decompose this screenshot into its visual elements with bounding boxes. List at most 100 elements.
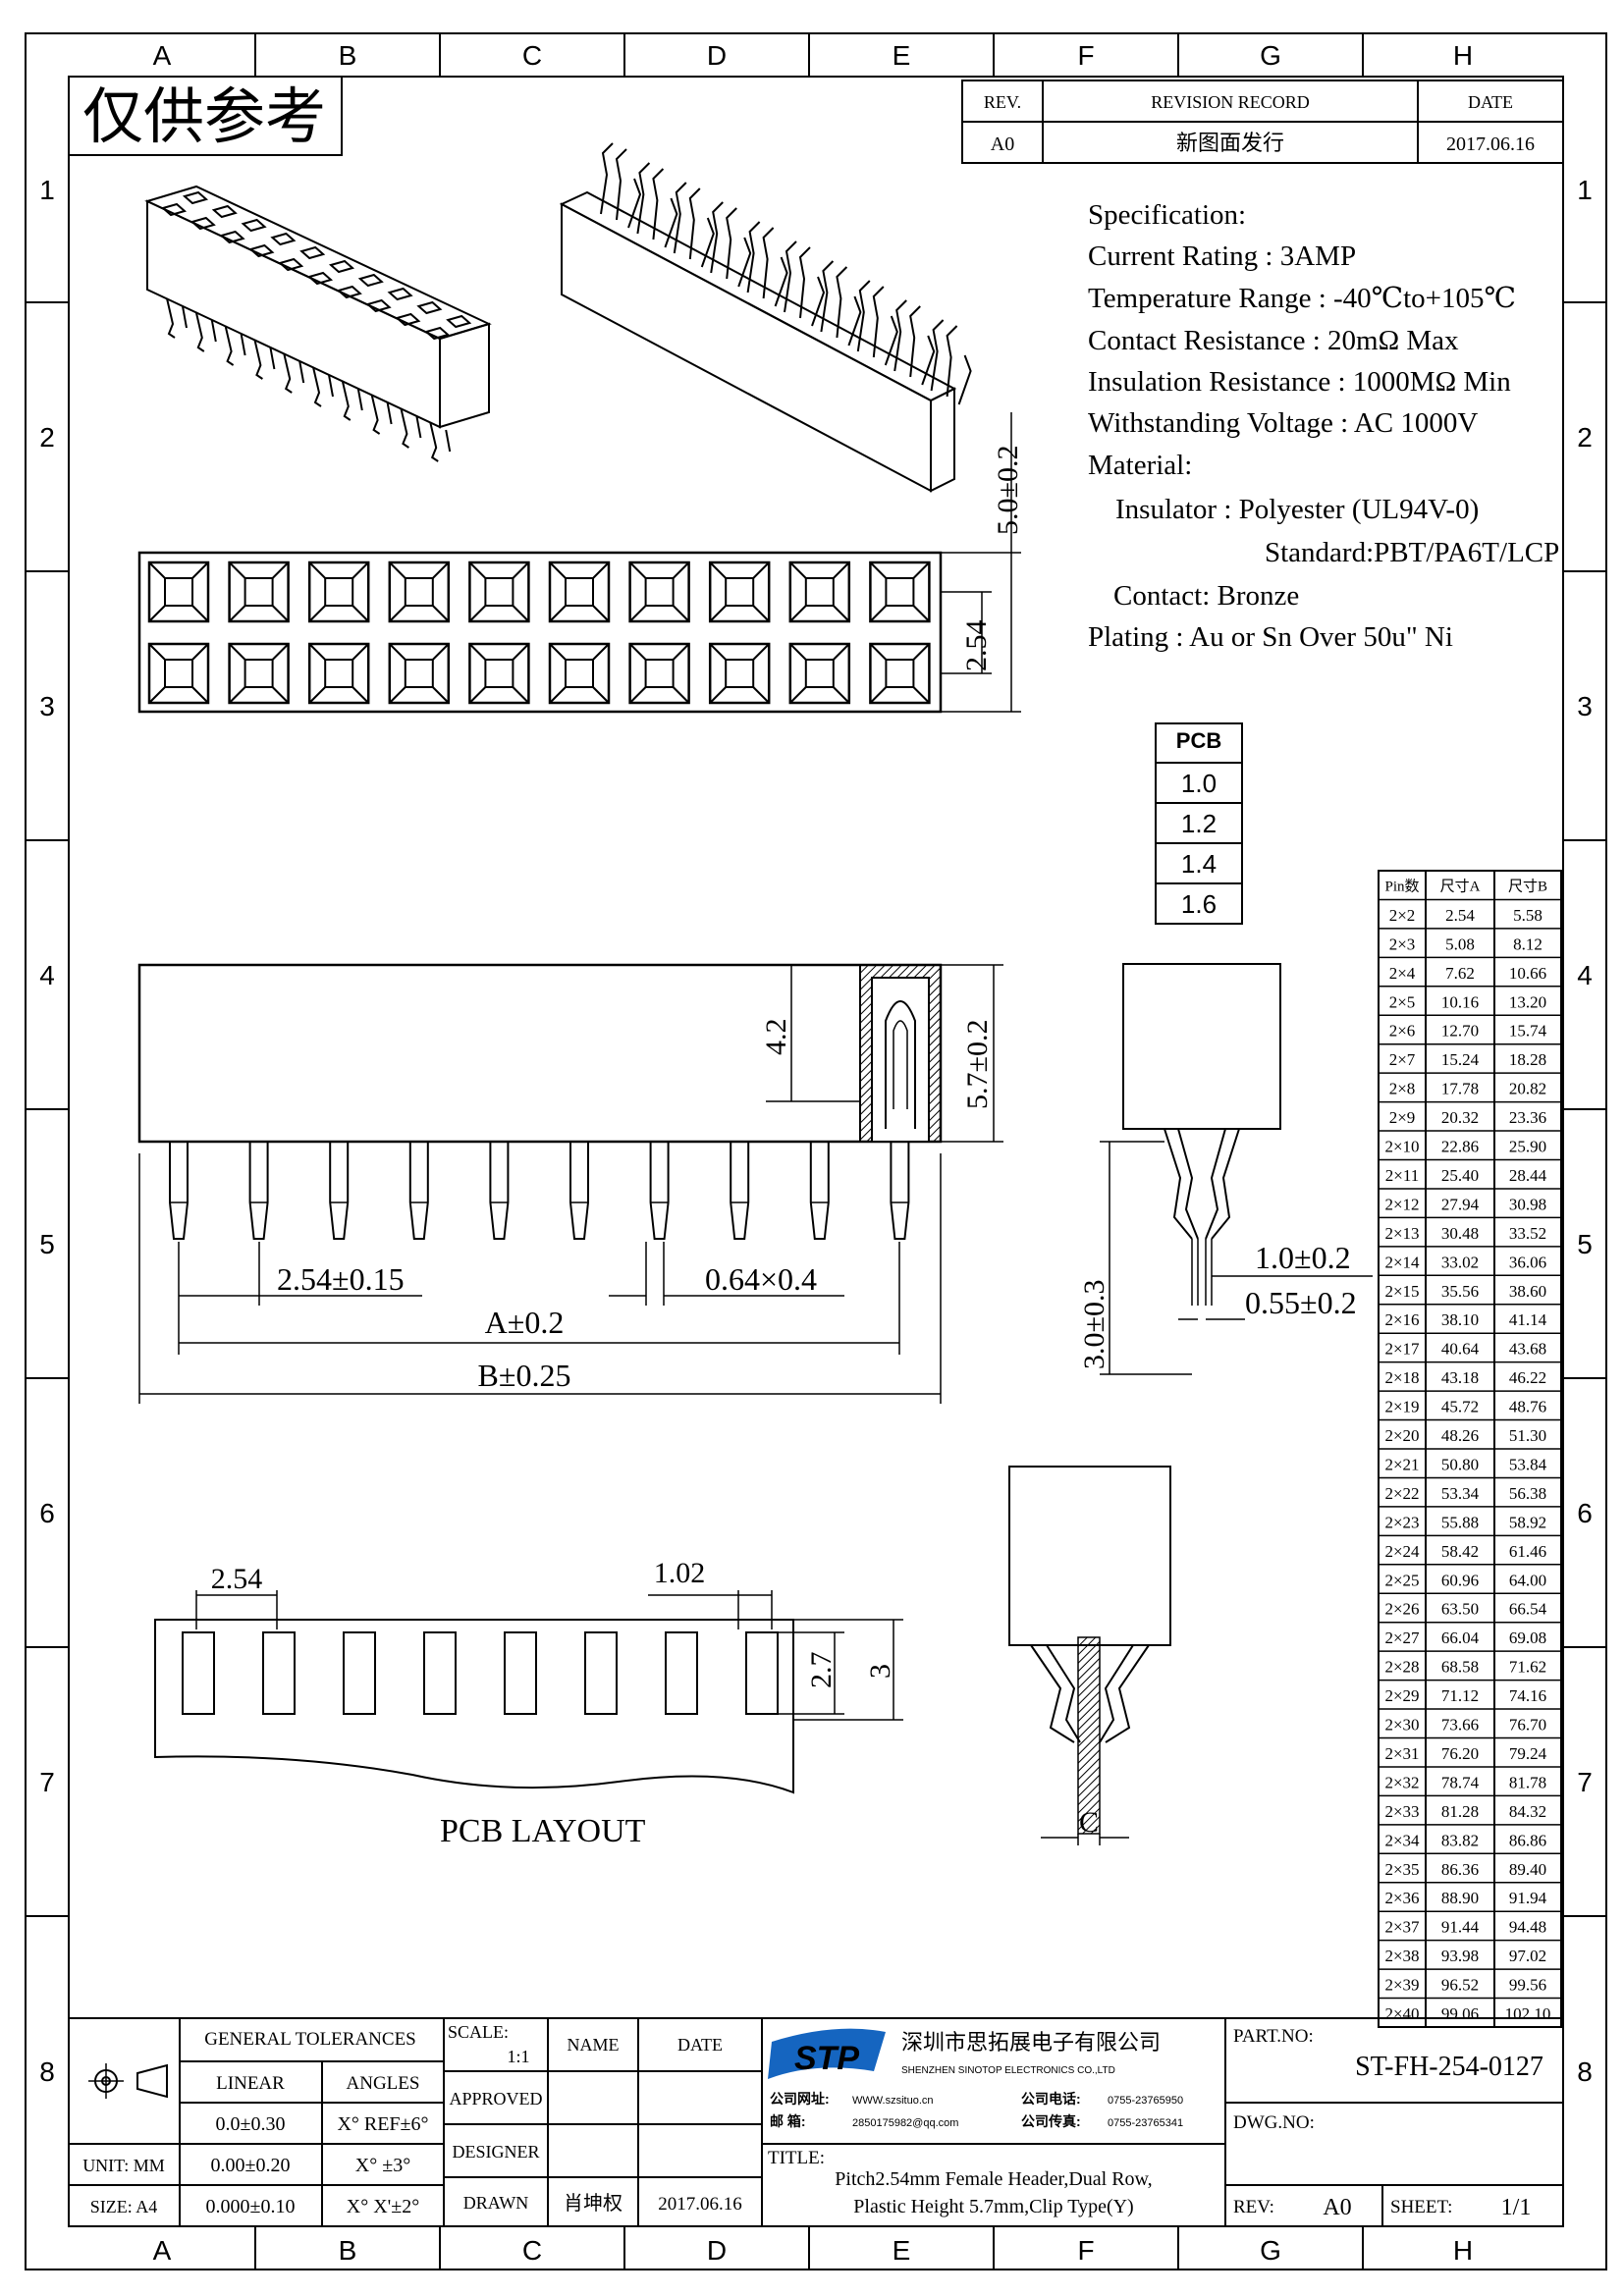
spec-line: Temperature Range : -40℃to+105℃ (1088, 283, 1516, 314)
grid-col-D: D (707, 40, 727, 71)
iso-clip (700, 217, 715, 268)
inner-frame (68, 76, 1564, 2227)
title-line-1: Pitch2.54mm Female Header,Dual Row, (835, 2168, 1152, 2190)
iso-pin (445, 429, 452, 453)
pin-table-cell: 64.00 (1509, 1571, 1546, 1589)
pin-table-cell: 2×35 (1384, 1860, 1419, 1879)
pin-table-cell: 30.48 (1441, 1224, 1479, 1243)
pin-table-cell: 66.04 (1441, 1629, 1480, 1647)
iso-pin (386, 401, 393, 425)
top-view-chamfer (468, 643, 487, 661)
pin-table-cell: 61.46 (1509, 1542, 1546, 1561)
iso-hole (182, 190, 209, 205)
dim-pcb-3: 3 (864, 1664, 896, 1679)
top-view-chamfer (549, 643, 567, 661)
iso-hole (424, 326, 451, 341)
grid-col-A: A (153, 40, 172, 71)
iso-pin (166, 297, 176, 339)
pin-table-cell: 94.48 (1509, 1918, 1546, 1937)
pin-table-cell: 45.72 (1441, 1398, 1479, 1416)
iso-pin (415, 415, 422, 439)
pcb-slot (745, 1631, 779, 1715)
pin-table-cell: 10.66 (1509, 964, 1546, 983)
iso-clip (784, 240, 797, 313)
watermark-box (68, 76, 343, 156)
top-view-hole (244, 659, 274, 688)
iso-pin (341, 380, 352, 421)
pin-table-cell: 2×21 (1384, 1455, 1419, 1473)
pcb-insertion-view (1008, 1466, 1171, 1845)
top-view-cell (548, 561, 611, 623)
pin-table-cell: 96.52 (1441, 1976, 1479, 1995)
pin-table-cell: 91.44 (1441, 1918, 1480, 1937)
grid-row-5: 5 (39, 1229, 55, 1259)
pcb-value: 1.2 (1181, 809, 1217, 838)
iso-pin (253, 339, 263, 380)
designer-label: DESIGNER (453, 2142, 540, 2162)
top-view-chamfer (592, 686, 610, 704)
pin-table-cell: 2×14 (1384, 1253, 1420, 1271)
general-tolerances: GENERAL TOLERANCES (204, 2029, 416, 2050)
iso-clip (652, 168, 665, 240)
pin-table-cell: 81.28 (1441, 1802, 1479, 1821)
pin-table-cell: 35.56 (1441, 1282, 1479, 1301)
top-view-chamfer (148, 605, 166, 622)
iso-clip (673, 182, 687, 254)
pin-table-cell: 46.22 (1509, 1368, 1546, 1387)
top-view-chamfer (512, 605, 530, 622)
pin-table-cell: 33.52 (1509, 1224, 1546, 1243)
top-view-chamfer (592, 605, 610, 622)
iso-hole (248, 243, 275, 258)
grid-row-6: 6 (39, 1498, 55, 1528)
pin-table-cell: 99.06 (1441, 2004, 1479, 2023)
outer-frame (25, 32, 1607, 2270)
angles-label: ANGLES (347, 2073, 420, 2094)
side-pin (248, 1142, 269, 1240)
pin-table-cell: 5.58 (1513, 906, 1543, 925)
top-view-chamfer (592, 561, 610, 579)
iso-clip (798, 246, 811, 319)
pin-table-cell: 7.62 (1445, 964, 1475, 983)
dim-b: B±0.25 (478, 1358, 571, 1393)
spec-line: Standard:PBT/PA6T/LCP (1265, 537, 1559, 568)
iso-clip (600, 142, 614, 215)
spec-line: Plating : Au or Sn Over 50u" Ni (1088, 621, 1453, 653)
iso-clip (627, 178, 642, 229)
pcb-header: PCB (1176, 728, 1221, 753)
pin-table-cell: 63.50 (1441, 1600, 1479, 1619)
iso-clip (726, 207, 737, 280)
iso-view-bottom (559, 142, 972, 493)
top-view-chamfer (271, 643, 290, 661)
iso-clip (872, 286, 885, 358)
pin-table-cell: 56.38 (1509, 1484, 1546, 1503)
pin-table-cell: 76.20 (1441, 1744, 1479, 1763)
pcb-slot (343, 1631, 376, 1715)
pcb-layout-label: PCB LAYOUT (440, 1813, 646, 1849)
pin-table-cell: 20.32 (1441, 1108, 1479, 1127)
spec-line: Material: (1088, 450, 1192, 481)
top-view-chamfer (308, 561, 326, 579)
pin-table-cell: 2×17 (1384, 1340, 1420, 1359)
pin-table-cell: 25.90 (1509, 1138, 1546, 1156)
top-view-chamfer (148, 643, 166, 661)
iso-clip (946, 325, 958, 398)
top-view-chamfer (752, 605, 770, 622)
grid-row-1: 1 (39, 175, 55, 205)
top-view-chamfer (912, 643, 931, 661)
iso-hole (211, 204, 238, 219)
pin-table-cell: 86.36 (1441, 1860, 1479, 1879)
iso-clip (636, 162, 651, 235)
pcb-value: 1.6 (1181, 889, 1217, 919)
side-pin (329, 1142, 350, 1240)
top-view-chamfer (869, 643, 888, 661)
pin-table-cell: 2×12 (1384, 1195, 1419, 1213)
pin-table-cell: 41.14 (1509, 1310, 1547, 1329)
pin-table-cell: 2×23 (1384, 1513, 1419, 1531)
top-view-chamfer (869, 605, 888, 622)
pin-table-cell: 2×24 (1384, 1542, 1420, 1561)
pin-table-cell: 2×40 (1384, 2004, 1419, 2023)
top-view-chamfer (512, 686, 530, 704)
dim-top-height: 5.0±0.2 (992, 446, 1024, 535)
pin-table-cell: 50.80 (1441, 1455, 1479, 1473)
